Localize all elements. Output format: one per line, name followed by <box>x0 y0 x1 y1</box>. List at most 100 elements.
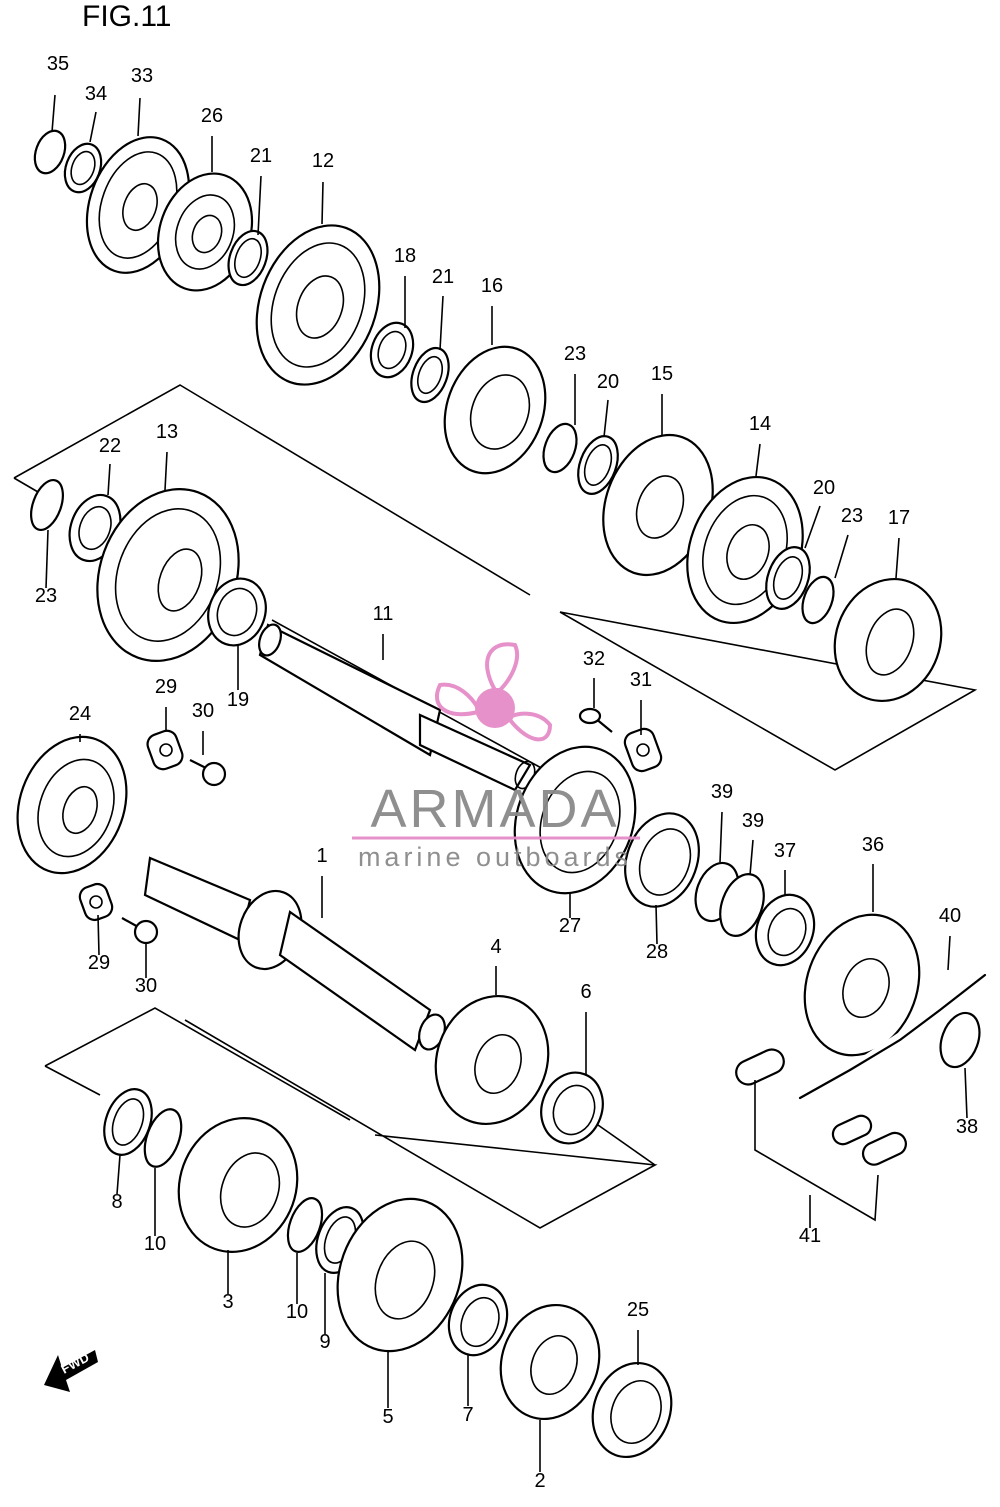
watermark-tagline: marine outboards <box>358 842 632 872</box>
callout-label-19: 19 <box>227 689 249 711</box>
watermark-brand: ARMADA <box>370 779 619 839</box>
callout-label-20: 20 <box>813 477 835 499</box>
callout-label-6: 6 <box>580 981 591 1003</box>
gear-12 <box>255 224 381 386</box>
callout-label-40: 40 <box>939 905 961 927</box>
callout-leader-line <box>45 529 49 589</box>
callout-label-17: 17 <box>888 507 910 529</box>
circlip-23-top <box>542 422 578 474</box>
armada-watermark: ARMADA marine outboards <box>352 642 640 872</box>
callout-label-8: 8 <box>111 1191 122 1213</box>
sprocket-36 <box>803 913 921 1057</box>
plate-31 <box>623 727 663 773</box>
bearing-27 <box>513 745 637 895</box>
callout-label-20: 20 <box>597 371 619 393</box>
callout-leader-line <box>257 175 262 236</box>
spacer-37 <box>754 893 816 967</box>
callout-label-14: 14 <box>749 413 771 435</box>
callout-label-36: 36 <box>862 834 884 856</box>
callout-label-39: 39 <box>711 781 733 803</box>
callout-leader-line <box>655 904 658 945</box>
gear-5 <box>336 1197 464 1353</box>
circlip-23-right <box>801 575 835 625</box>
screw-30-bottom <box>121 917 159 945</box>
callout-label-7: 7 <box>462 1404 473 1426</box>
chain-40 <box>798 973 987 1100</box>
callout-label-23: 23 <box>564 343 586 365</box>
callout-label-9: 9 <box>319 1331 330 1353</box>
gear-16 <box>443 345 547 475</box>
callout-label-23: 23 <box>841 505 863 527</box>
callout-leader-line <box>804 505 821 549</box>
callout-label-12: 12 <box>312 150 334 172</box>
gear-3 <box>177 1116 299 1254</box>
callout-label-16: 16 <box>481 275 503 297</box>
callout-label-5: 5 <box>382 1406 393 1428</box>
callout-label-1: 1 <box>316 845 327 867</box>
callout-label-30: 30 <box>192 700 214 722</box>
callout-leader-line <box>439 295 444 351</box>
callout-label-30: 30 <box>135 975 157 997</box>
callout-leader-line <box>97 914 100 956</box>
plate-29-bottom <box>78 882 114 922</box>
callout-leader-line <box>947 935 951 971</box>
screw-32 <box>578 707 613 733</box>
callout-label-41: 41 <box>799 1225 821 1247</box>
callout-label-21: 21 <box>250 145 272 167</box>
circlip-35 <box>33 129 67 175</box>
callout-label-29: 29 <box>155 676 177 698</box>
fwd-arrow-icon: FWD <box>44 1350 98 1392</box>
callout-label-10: 10 <box>144 1233 166 1255</box>
callout-label-34: 34 <box>85 83 107 105</box>
bushing-7 <box>447 1283 509 1357</box>
washer-20-top <box>577 435 619 495</box>
callout-label-33: 33 <box>131 65 153 87</box>
gear-2 <box>499 1303 601 1421</box>
callout-label-11: 11 <box>373 603 394 625</box>
callout-leader-line <box>719 811 723 863</box>
callout-label-2: 2 <box>534 1470 545 1492</box>
callout-labels: 35 34 33 2 6 21 12 18 21 16 23 20 15 14 20 23 17 22 1 3 23 19… <box>35 53 978 1492</box>
callout-label-37: 37 <box>774 840 796 862</box>
callout-leader-line <box>749 839 754 876</box>
circlip-23-left <box>30 479 64 531</box>
bushing-19 <box>207 577 267 647</box>
callout-bracket-41 <box>754 1080 879 1222</box>
washer-20-right <box>765 546 811 610</box>
callout-label-24: 24 <box>69 703 91 725</box>
callout-leader-line <box>603 399 609 438</box>
callout-label-3: 3 <box>222 1291 233 1313</box>
seal-28 <box>624 812 700 908</box>
shaft-1 <box>143 856 446 1052</box>
callout-label-21: 21 <box>432 266 454 288</box>
propeller-logo-icon <box>434 642 553 742</box>
callout-label-18: 18 <box>394 245 416 267</box>
clip-38 <box>939 1011 981 1069</box>
callout-label-22: 22 <box>99 435 121 457</box>
screw-30-top <box>189 759 227 787</box>
callout-leader-line <box>834 534 849 579</box>
circlip-10-left <box>143 1108 183 1168</box>
callout-leader-line <box>51 94 56 133</box>
bushing-6 <box>540 1071 604 1145</box>
callout-label-31: 31 <box>630 669 652 691</box>
callout-label-15: 15 <box>651 363 673 385</box>
callout-leader-line <box>164 451 168 491</box>
lower-group-outline <box>44 1007 658 1229</box>
callout-label-25: 25 <box>627 1299 649 1321</box>
callout-leader-line <box>964 1067 968 1119</box>
callout-label-29: 29 <box>88 952 110 974</box>
o-ring-39b <box>719 873 765 937</box>
bearing-24 <box>16 735 128 875</box>
plate-29-top <box>146 729 184 771</box>
callout-label-10: 10 <box>286 1301 308 1323</box>
figure-title: FIG.11 <box>82 0 172 33</box>
bearing-25 <box>591 1361 673 1459</box>
bushing-18 <box>369 321 415 379</box>
callout-label-39: 39 <box>742 810 764 832</box>
callout-leader-line <box>895 537 900 579</box>
callout-label-35: 35 <box>47 53 69 75</box>
callout-label-23: 23 <box>35 585 57 607</box>
callout-leader-line <box>89 111 97 143</box>
callout-label-38: 38 <box>956 1116 978 1138</box>
